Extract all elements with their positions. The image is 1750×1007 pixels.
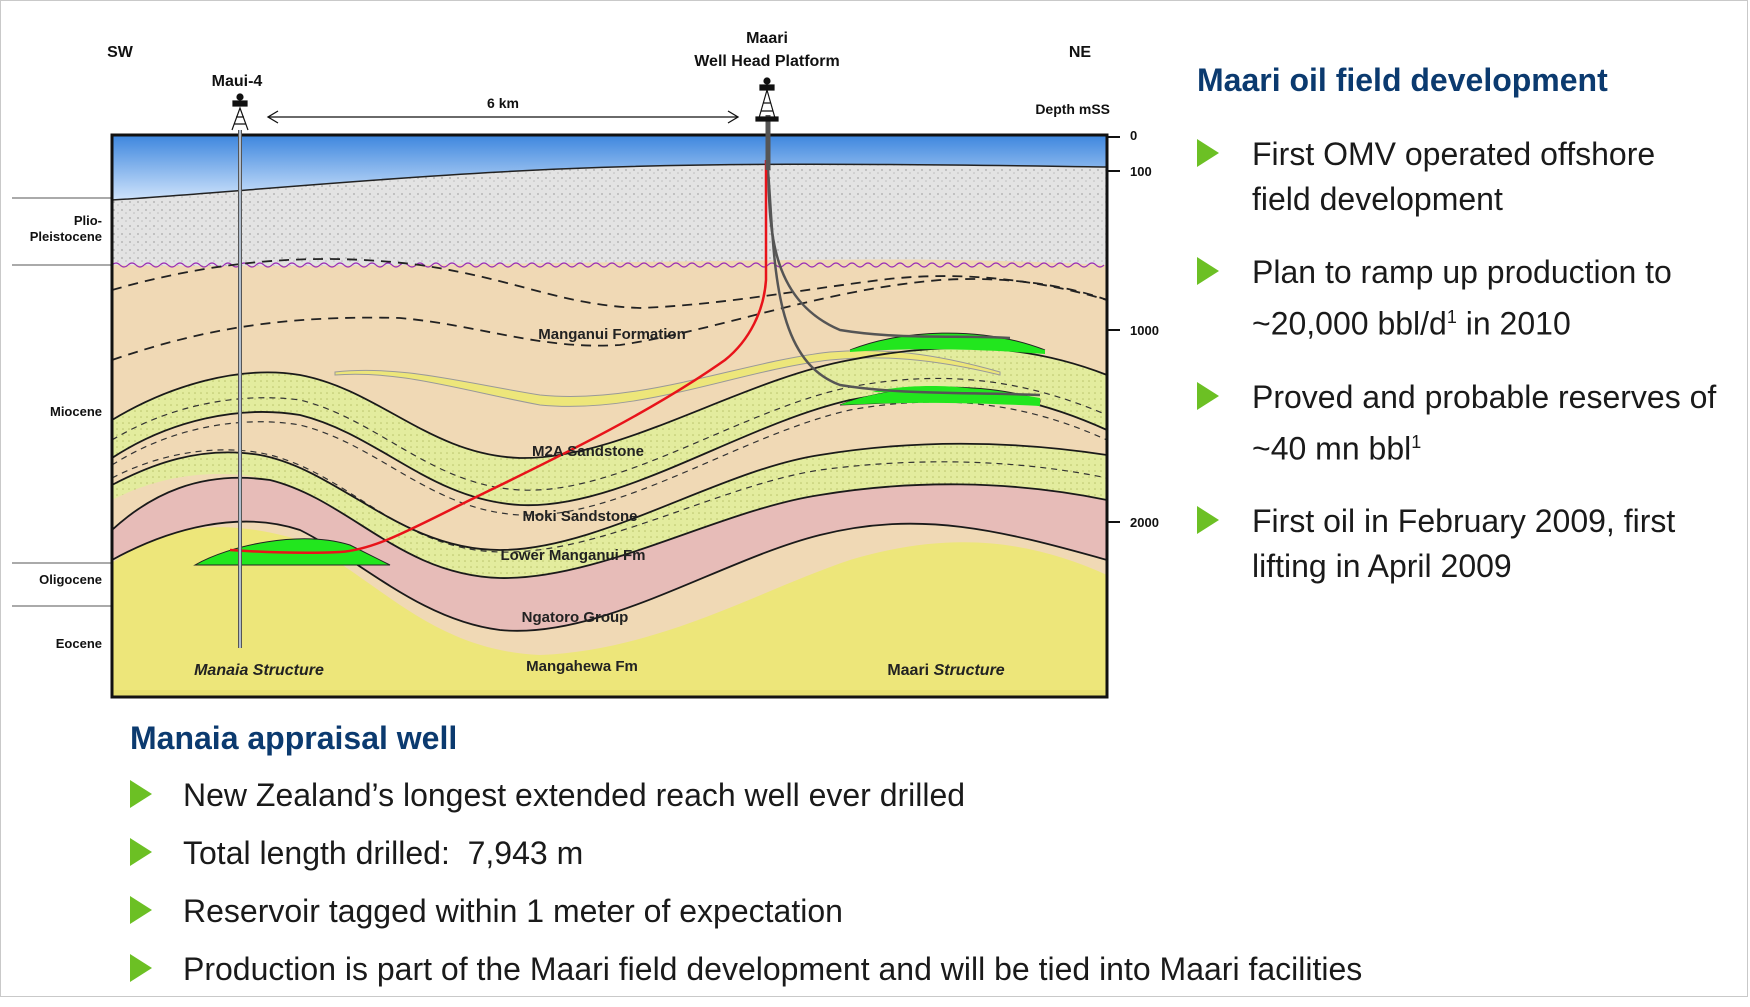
epoch-eocene: Eocene xyxy=(56,636,102,651)
maari-structure-label: Maari Structure xyxy=(887,662,1004,679)
depth-tick-1000: 1000 xyxy=(1130,323,1159,338)
seabed-texture xyxy=(112,690,1107,697)
depth-tick-100: 100 xyxy=(1130,164,1152,179)
bullet-triangle-icon xyxy=(130,954,152,982)
epoch-dividers xyxy=(12,197,112,607)
formation-lower-manganui: Lower Manganui Fm xyxy=(500,547,645,564)
depth-ticks xyxy=(1107,136,1120,523)
moki-sandstone-layer xyxy=(112,443,1107,579)
sand-lens xyxy=(334,350,1001,407)
maari-wells xyxy=(766,169,1041,397)
formation-ngatoro: Ngatoro Group xyxy=(522,609,629,626)
epoch-miocene: Miocene xyxy=(50,404,102,419)
formation-m2a: M2A Sandstone xyxy=(532,443,644,460)
depth-title: Depth mSS xyxy=(1035,101,1110,117)
direction-ne-label: NE xyxy=(1069,44,1092,61)
list-item: Total length drilled: 7,943 m xyxy=(130,833,1730,873)
distance-arrow xyxy=(266,110,740,124)
bullet-triangle-icon xyxy=(1197,381,1219,410)
maui-4-rig-icon xyxy=(231,93,249,131)
list-item: First OMV operated offshore field develo… xyxy=(1197,132,1717,222)
maari-development-list: First OMV operated offshore field develo… xyxy=(1197,132,1717,617)
bullet-triangle-icon xyxy=(130,896,152,924)
epoch-plio-2: Pleistocene xyxy=(30,229,102,244)
list-item: First oil in February 2009, first liftin… xyxy=(1197,499,1717,589)
list-item: Production is part of the Maari field de… xyxy=(130,949,1730,989)
manaia-well-list: New Zealand’s longest extended reach wel… xyxy=(130,775,1730,1007)
sandstone-dashes xyxy=(112,377,1107,553)
unconformity-line xyxy=(112,262,1105,268)
formation-manganui: Manganui Formation xyxy=(538,326,686,343)
manaia-structure-label: Manaia Structure xyxy=(194,662,324,679)
manaia-well-title: Manaia appraisal well xyxy=(130,720,458,756)
list-item: New Zealand’s longest extended reach wel… xyxy=(130,775,1730,815)
dashed-horizons xyxy=(112,258,1107,361)
bullet-triangle-icon xyxy=(1197,139,1219,167)
list-item: Proved and probable reserves of ~40 mn b… xyxy=(1197,375,1717,472)
maari-platform-rig-icon xyxy=(755,77,779,122)
depth-tick-0: 0 xyxy=(1130,128,1137,143)
bullet-triangle-icon xyxy=(1197,506,1219,535)
section-border xyxy=(110,133,1109,699)
formation-mangahewa: Mangahewa Fm xyxy=(526,658,638,675)
bullet-triangle-icon xyxy=(130,838,152,866)
footnote-marker: 1 xyxy=(1411,431,1422,452)
platform-label-1: Maari xyxy=(746,30,788,47)
sea-water xyxy=(112,135,1107,200)
maari-development-title: Maari oil field development xyxy=(1197,62,1608,98)
epoch-plio-1: Plio- xyxy=(74,213,102,228)
mangahewa-layer xyxy=(112,527,1107,697)
manaia-well-path xyxy=(229,160,768,555)
maui-4-label: Maui-4 xyxy=(212,73,263,90)
platform-label-2: Well Head Platform xyxy=(694,53,840,70)
footnote-marker: 1 xyxy=(1446,307,1457,327)
distance-label: 6 km xyxy=(487,95,519,111)
ngatoro-layer xyxy=(112,477,1107,631)
bullet-triangle-icon xyxy=(1197,257,1219,285)
formation-moki: Moki Sandstone xyxy=(522,508,637,525)
list-item: Reservoir tagged within 1 meter of expec… xyxy=(130,891,1730,931)
list-item: Plan to ramp up production to ~20,000 bb… xyxy=(1197,250,1717,347)
epoch-oligocene: Oligocene xyxy=(39,572,102,587)
direction-sw-label: SW xyxy=(107,44,134,61)
depth-tick-2000: 2000 xyxy=(1130,515,1159,530)
geological-cross-section: 6 km SW NE Maui-4 Maari Well Head Platfo… xyxy=(12,30,1159,699)
bullet-triangle-icon xyxy=(130,780,152,808)
